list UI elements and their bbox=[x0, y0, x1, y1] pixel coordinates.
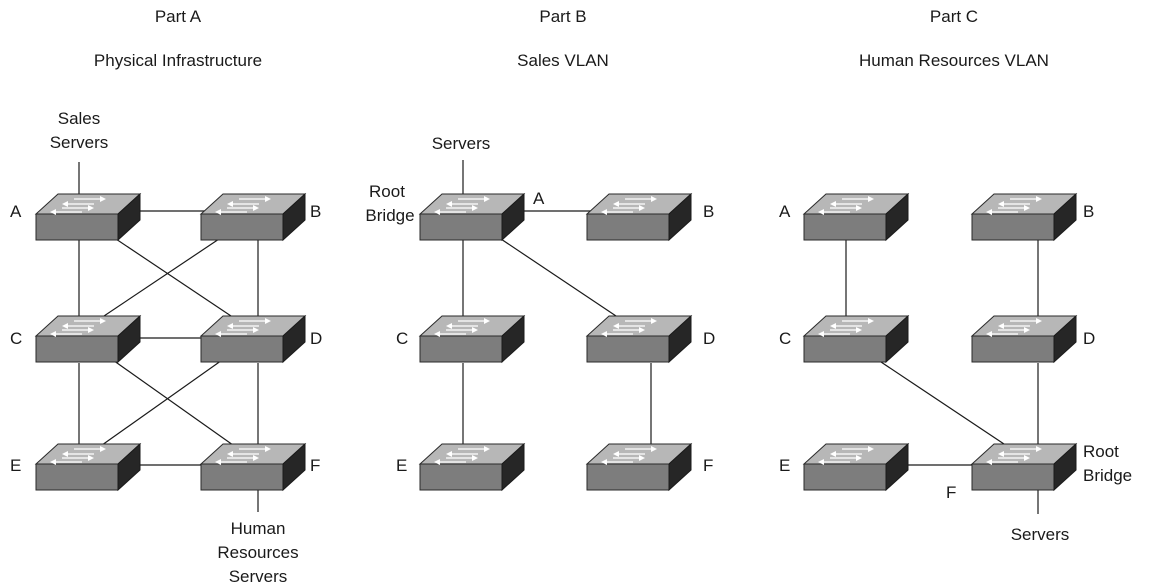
switch-a-c bbox=[35, 315, 141, 363]
part-b-link-label-a: A bbox=[533, 189, 545, 208]
part-b-label-f: F bbox=[703, 456, 713, 475]
switch-a-f bbox=[200, 443, 306, 491]
switch-b-root bbox=[419, 193, 525, 241]
link-c-c-f bbox=[877, 359, 1011, 449]
part-a-title: Part A bbox=[155, 7, 202, 26]
part-a-label-b: B bbox=[310, 202, 321, 221]
switch-b-e bbox=[419, 443, 525, 491]
part-b-label-d: D bbox=[703, 329, 715, 348]
part-c-label-d: D bbox=[1083, 329, 1095, 348]
switch-b-d bbox=[586, 315, 692, 363]
switch-c-b bbox=[971, 193, 1077, 241]
part-b-root-line1: Root bbox=[369, 182, 405, 201]
link-a-d-e bbox=[94, 357, 226, 451]
part-a-label-d: D bbox=[310, 329, 322, 348]
part-c-servers-label: Servers bbox=[1011, 525, 1070, 544]
part-b-root-line2: Bridge bbox=[365, 206, 414, 225]
part-a-subtitle: Physical Infrastructure bbox=[94, 51, 262, 70]
part-c-root-line1: Root bbox=[1083, 442, 1119, 461]
part-c-label-a: A bbox=[779, 202, 791, 221]
link-a-b-c bbox=[94, 234, 226, 323]
switch-b-c bbox=[419, 315, 525, 363]
part-a-label-c: C bbox=[10, 329, 22, 348]
part-b-subtitle: Sales VLAN bbox=[517, 51, 609, 70]
part-c-root-line2: Bridge bbox=[1083, 466, 1132, 485]
switch-c-d bbox=[971, 315, 1077, 363]
part-a-label-f: F bbox=[310, 456, 320, 475]
part-c-label-b: B bbox=[1083, 202, 1094, 221]
switch-b-b bbox=[586, 193, 692, 241]
switch-c-e bbox=[803, 443, 909, 491]
switch-a-a bbox=[35, 193, 141, 241]
part-a-hr-servers-line3: Servers bbox=[229, 567, 288, 586]
switch-c-a bbox=[803, 193, 909, 241]
part-b-label-c: C bbox=[396, 329, 408, 348]
part-c-label-f: F bbox=[946, 483, 956, 502]
part-a-label-a: A bbox=[10, 202, 22, 221]
link-a-c-f bbox=[109, 357, 241, 451]
part-a-hr-servers-line2: Resources bbox=[217, 543, 298, 562]
switch-b-f bbox=[586, 443, 692, 491]
switch-a-b bbox=[200, 193, 306, 241]
switch-a-e bbox=[35, 443, 141, 491]
part-c-label-c: C bbox=[779, 329, 791, 348]
part-b-title: Part B bbox=[539, 7, 586, 26]
part-b-servers-label: Servers bbox=[432, 134, 491, 153]
switch-a-d bbox=[200, 315, 306, 363]
part-a-sales-servers-line2: Servers bbox=[50, 133, 109, 152]
part-a-hr-servers-line1: Human bbox=[231, 519, 286, 538]
part-c-subtitle: Human Resources VLAN bbox=[859, 51, 1049, 70]
part-a-label-e: E bbox=[10, 456, 21, 475]
part-c-label-e: E bbox=[779, 456, 790, 475]
link-a-a-d bbox=[109, 234, 241, 323]
switch-c-f-root bbox=[971, 443, 1077, 491]
part-c-title: Part C bbox=[930, 7, 978, 26]
switch-c-c bbox=[803, 315, 909, 363]
part-b-label-e: E bbox=[396, 456, 407, 475]
part-a-sales-servers-line1: Sales bbox=[58, 109, 101, 128]
link-b-root-d bbox=[494, 234, 626, 323]
part-b-label-b: B bbox=[703, 202, 714, 221]
